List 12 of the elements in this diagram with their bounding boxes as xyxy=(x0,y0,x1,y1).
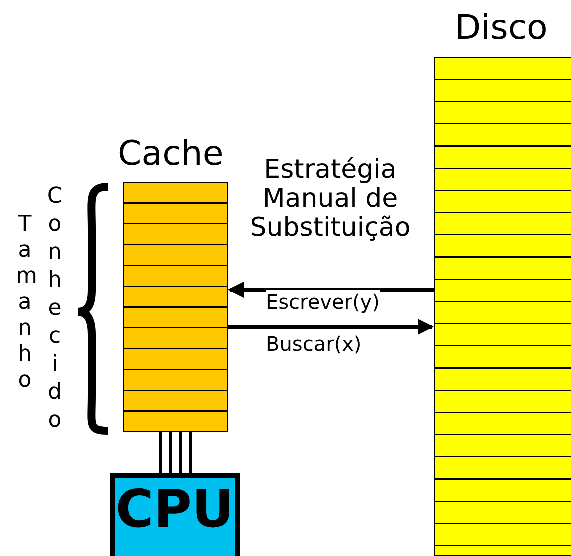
bus-lines xyxy=(159,430,192,474)
cache-block xyxy=(123,182,228,432)
arrow xyxy=(228,282,434,298)
strategy-label: Estratégia Manual de Substituição xyxy=(249,156,412,243)
cache-heading: Cache xyxy=(118,134,224,174)
edge-label: Escrever(y) xyxy=(266,290,380,314)
vertical-label: Conhecido xyxy=(46,183,64,435)
vertical-label: Tamanho xyxy=(16,212,34,394)
arrow xyxy=(228,319,434,335)
disk-block xyxy=(434,57,571,556)
disk-heading: Disco xyxy=(455,8,548,48)
cpu-box: CPU xyxy=(110,473,240,556)
